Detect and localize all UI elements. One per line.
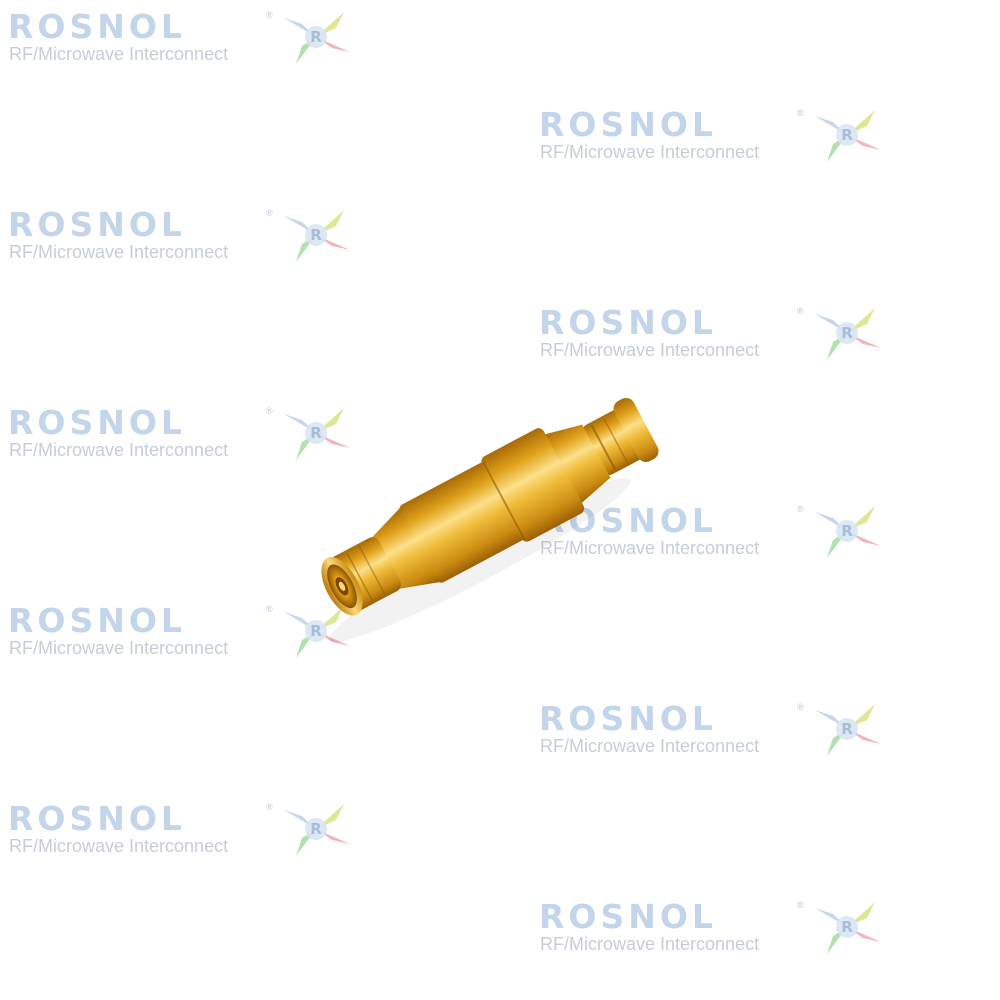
watermark-tagline: RF/Microwave Interconnect [540,142,760,162]
watermark-registered-mark: ® [797,504,804,514]
watermark: ROSNOL ® RF/Microwave Interconnect R [8,600,353,662]
watermark-tagline: RF/Microwave Interconnect [540,538,760,558]
watermark-tagline: RF/Microwave Interconnect [9,836,229,856]
watermark-brand: ROSNOL [539,897,717,936]
watermark-brand: ROSNOL [8,601,186,640]
watermark-registered-mark: ® [266,10,273,20]
rosnol-logo-icon: R [815,902,881,954]
watermark-tagline: RF/Microwave Interconnect [540,934,760,954]
logo-letter: R [310,28,322,46]
watermark-tagline: RF/Microwave Interconnect [540,736,760,756]
watermark-brand: ROSNOL [539,501,717,540]
watermark-registered-mark: ® [797,702,804,712]
watermark-tagline: RF/Microwave Interconnect [9,440,229,460]
rosnol-logo-icon: R [284,210,350,262]
watermark-registered-mark: ® [797,108,804,118]
rosnol-logo-icon: R [284,408,350,460]
watermark: ROSNOL ® RF/Microwave Interconnect R [539,698,884,760]
connector-right-head [581,407,649,476]
logo-letter: R [310,622,322,640]
rosnol-logo-icon: R [815,506,881,558]
logo-letter: R [841,324,853,342]
watermark: ROSNOL ® RF/Microwave Interconnect R [8,204,353,266]
watermark-brand: ROSNOL [8,205,186,244]
rosnol-logo-icon: R [815,110,881,162]
logo-letter: R [310,226,322,244]
watermark: ROSNOL ® RF/Microwave Interconnect R [8,402,353,464]
watermark: ROSNOL ® RF/Microwave Interconnect R [8,6,353,68]
watermark: ROSNOL ® RF/Microwave Interconnect R [539,500,884,562]
logo-letter: R [841,720,853,738]
watermark-brand: ROSNOL [539,303,717,342]
logo-letter: R [310,424,322,442]
logo-letter: R [841,522,853,540]
watermark-registered-mark: ® [266,802,273,812]
watermark-registered-mark: ® [266,604,273,614]
watermark: ROSNOL ® RF/Microwave Interconnect R [539,896,884,958]
rosnol-logo-icon: R [815,308,881,360]
connector-body [399,462,525,583]
watermark-registered-mark: ® [266,406,273,416]
logo-letter: R [841,918,853,936]
watermark-tagline: RF/Microwave Interconnect [9,242,229,262]
watermark-brand: ROSNOL [8,7,186,46]
watermark-tagline: RF/Microwave Interconnect [9,44,229,64]
rosnol-logo-icon: R [284,12,350,64]
watermark-registered-mark: ® [266,208,273,218]
watermark-registered-mark: ® [797,900,804,910]
watermark: ROSNOL ® RF/Microwave Interconnect R [539,104,884,166]
watermark-brand: ROSNOL [539,105,717,144]
watermark-brand: ROSNOL [539,699,717,738]
rosnol-logo-icon: R [284,804,350,856]
watermark: ROSNOL ® RF/Microwave Interconnect R [539,302,884,364]
watermark-brand: ROSNOL [8,403,186,442]
watermark-brand: ROSNOL [8,799,186,838]
logo-letter: R [310,820,322,838]
watermark: ROSNOL ® RF/Microwave Interconnect R [8,798,353,860]
logo-letter: R [841,126,853,144]
rosnol-logo-icon: R [284,606,350,658]
watermark-tagline: RF/Microwave Interconnect [9,638,229,658]
rosnol-logo-icon: R [815,704,881,756]
watermark-registered-mark: ® [797,306,804,316]
watermark-tagline: RF/Microwave Interconnect [540,340,760,360]
